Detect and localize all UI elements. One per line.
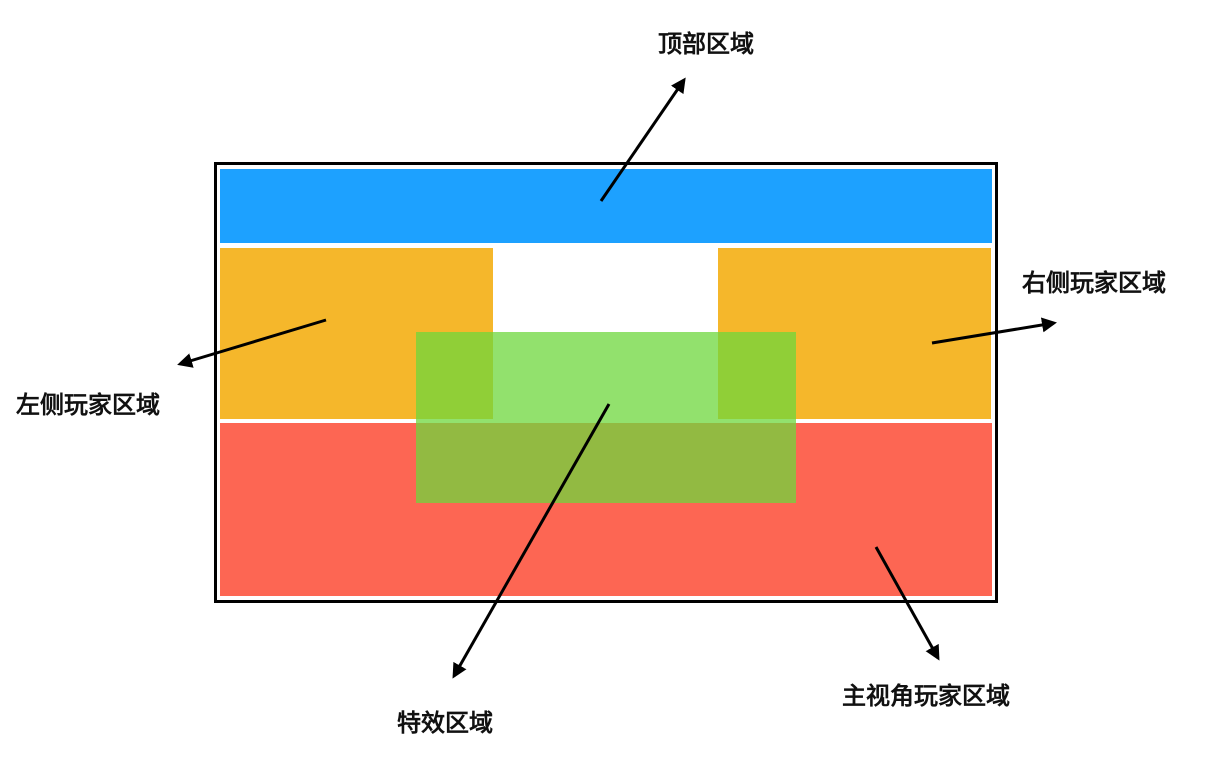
arrow-right bbox=[931, 317, 1057, 345]
arrow-left bbox=[177, 318, 327, 368]
left-player-zone-label: 左侧玩家区域 bbox=[16, 391, 160, 419]
right-player-zone-label: 右侧玩家区域 bbox=[1022, 269, 1166, 297]
arrow-top bbox=[599, 77, 686, 202]
arrow-main bbox=[874, 546, 940, 661]
effects-zone-label: 特效区域 bbox=[397, 709, 493, 737]
main-player-zone-label: 主视角玩家区域 bbox=[842, 682, 1010, 710]
arrow-effects bbox=[452, 403, 611, 679]
top-zone-label: 顶部区域 bbox=[658, 30, 754, 58]
top-zone bbox=[220, 169, 992, 243]
effects-zone bbox=[416, 332, 796, 503]
